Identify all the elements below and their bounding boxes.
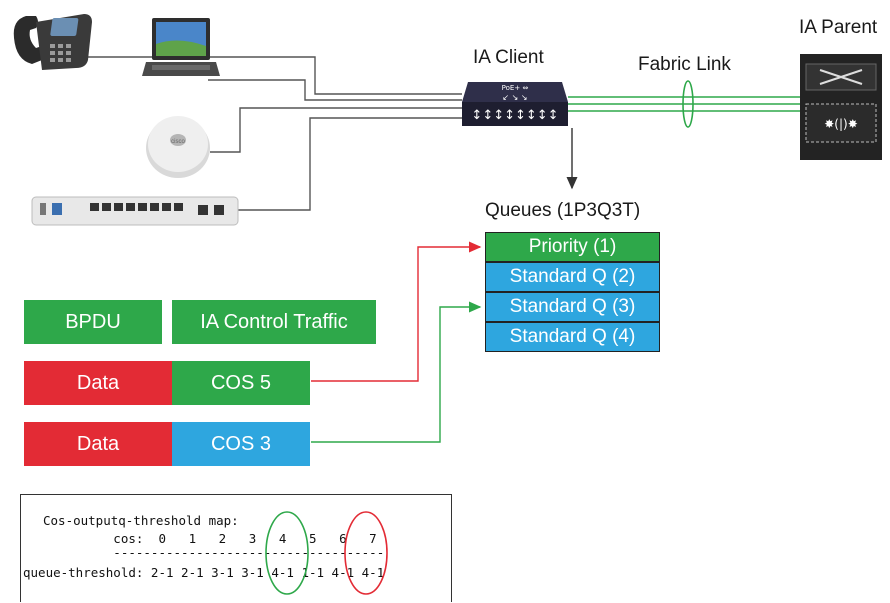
bpdu-box: BPDU bbox=[24, 300, 162, 344]
fabric-link-lines bbox=[568, 80, 800, 128]
fabric-link-label: Fabric Link bbox=[638, 54, 731, 75]
chassis-switch-icon: ✸(|)✸ bbox=[800, 54, 882, 160]
svg-text:PoE+ ⇔: PoE+ ⇔ bbox=[502, 84, 529, 92]
cos5-box: COS 5 bbox=[172, 361, 310, 405]
compact-switch-icon bbox=[31, 196, 239, 226]
data-box-cos5: Data bbox=[24, 361, 172, 405]
cos5-highlight-circle bbox=[344, 511, 388, 595]
ia-control-traffic-box: IA Control Traffic bbox=[172, 300, 376, 344]
terminal-line-1: Cos-outputq-threshold map: bbox=[43, 513, 239, 528]
queues-title: Queues (1P3Q3T) bbox=[485, 200, 641, 221]
svg-text:↕↕↕↕↕↕↕↕: ↕↕↕↕↕↕↕↕ bbox=[471, 108, 558, 123]
svg-text:↙ ↘ ↘: ↙ ↘ ↘ bbox=[502, 93, 527, 102]
laptop-icon bbox=[142, 18, 220, 76]
cos5-arrow bbox=[311, 241, 482, 382]
ia-client-label: IA Client bbox=[473, 47, 544, 68]
ia-parent-label: IA Parent bbox=[799, 17, 878, 38]
switch-icon: PoE+ ⇔ ↙ ↘ ↘ ↕↕↕↕↕↕↕↕ bbox=[462, 82, 568, 126]
terminal-highlights bbox=[265, 511, 388, 595]
terminal-line-4: queue-threshold: 2-1 2-1 3-1 3-1 4-1 1-1… bbox=[23, 565, 385, 580]
queue-standard-2: Standard Q (2) bbox=[485, 262, 660, 292]
switch-link bbox=[238, 117, 462, 211]
cos3-box: COS 3 bbox=[172, 422, 310, 466]
terminal-line-3: ------------------------------------ bbox=[23, 545, 385, 560]
data-box-cos3: Data bbox=[24, 422, 172, 466]
cos3-arrow bbox=[311, 301, 482, 443]
ip-phone-icon bbox=[13, 14, 92, 70]
access-point-icon: cisco bbox=[146, 116, 210, 178]
fabric-link-bundle-ring bbox=[682, 80, 694, 128]
queue-standard-4: Standard Q (4) bbox=[485, 322, 660, 352]
queue-priority-1: Priority (1) bbox=[485, 232, 660, 262]
queue-standard-3: Standard Q (3) bbox=[485, 292, 660, 322]
terminal-line-2: cos: 0 1 2 3 4 5 6 7 bbox=[23, 531, 377, 546]
cos-outputq-terminal: Cos-outputq-threshold map: cos: 0 1 2 3 … bbox=[20, 494, 452, 602]
cos3-highlight-circle bbox=[265, 511, 309, 595]
ap-link bbox=[210, 107, 462, 153]
laptop-link bbox=[208, 79, 462, 101]
svg-text:✸(|)✸: ✸(|)✸ bbox=[824, 117, 858, 131]
svg-text:cisco: cisco bbox=[171, 139, 185, 145]
